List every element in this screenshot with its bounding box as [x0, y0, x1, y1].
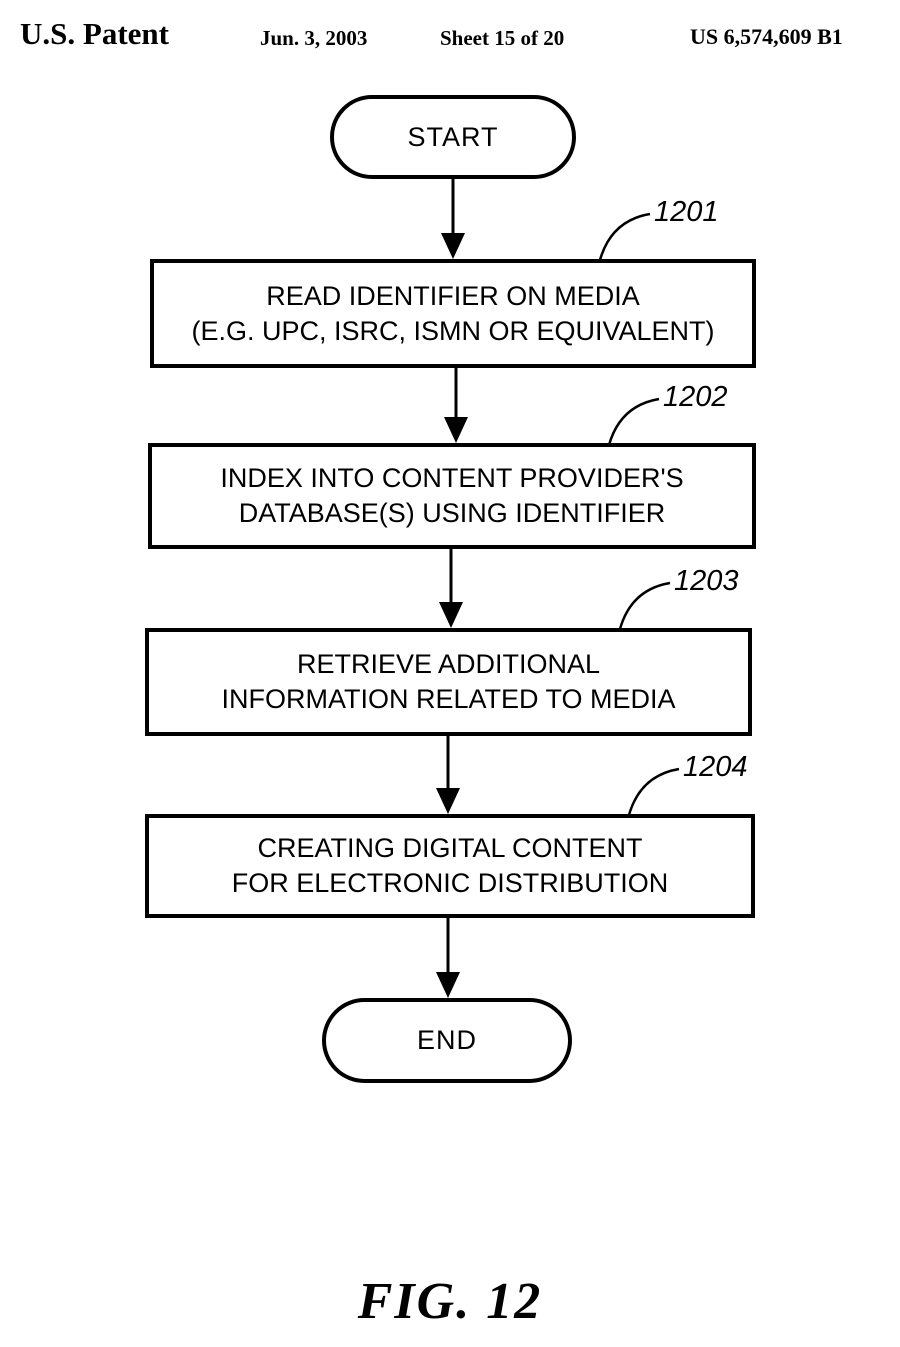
step-text-line: READ IDENTIFIER ON MEDIA	[266, 280, 640, 311]
step-text-line: CREATING DIGITAL CONTENT	[257, 833, 643, 863]
patent-header-date: Jun. 3, 2003	[260, 26, 368, 50]
step-text-line: DATABASE(S) USING IDENTIFIER	[238, 498, 666, 528]
flow-arrow	[438, 549, 464, 628]
leader-line	[598, 212, 651, 261]
arrow-shaft	[449, 549, 453, 604]
ref-numeral-1202: 1202	[663, 381, 728, 413]
start-label: START	[407, 121, 499, 152]
ref-numeral-1204: 1204	[683, 751, 748, 783]
arrow-down-icon	[444, 417, 468, 443]
figure-caption: FIG. 12	[357, 1273, 543, 1330]
leader-line	[607, 397, 660, 446]
ref-numeral-1201: 1201	[654, 196, 719, 228]
flow-arrow	[440, 179, 466, 259]
step-text-line: RETRIEVE ADDITIONAL	[296, 649, 601, 679]
flow-arrow	[443, 368, 469, 443]
flow-arrow	[435, 918, 461, 998]
step-text-line: INFORMATION RELATED TO MEDIA	[221, 684, 676, 714]
flowchart-start-terminal: START	[330, 95, 576, 179]
arrow-shaft	[446, 918, 450, 974]
patent-header-sheet: Sheet 15 of 20	[440, 26, 565, 50]
patent-header-title: U.S. Patent	[20, 16, 169, 51]
leader-line	[618, 581, 671, 630]
flowchart-step-1202: INDEX INTO CONTENT PROVIDER'S DATABASE(S…	[148, 443, 756, 549]
arrow-shaft	[451, 179, 455, 235]
flow-arrow	[435, 736, 461, 814]
step-text-line: (E.G. UPC, ISRC, ISMN OR EQUIVALENT)	[191, 315, 715, 346]
step-text-line: INDEX INTO CONTENT PROVIDER'S	[220, 463, 684, 493]
flowchart-step-1204: CREATING DIGITAL CONTENT FOR ELECTRONIC …	[145, 814, 755, 918]
step-text-line: FOR ELECTRONIC DISTRIBUTION	[231, 868, 669, 898]
end-label: END	[416, 1025, 477, 1055]
ref-numeral-1203: 1203	[674, 565, 739, 597]
flowchart-step-1203: RETRIEVE ADDITIONAL INFORMATION RELATED …	[145, 628, 752, 736]
patent-header-number: US 6,574,609 B1	[690, 24, 843, 49]
arrow-down-icon	[439, 602, 463, 628]
flowchart-step-1201: READ IDENTIFIER ON MEDIA (E.G. UPC, ISRC…	[150, 259, 756, 368]
arrow-shaft	[454, 368, 458, 419]
arrow-down-icon	[436, 788, 460, 814]
arrow-down-icon	[436, 972, 460, 998]
leader-line	[627, 767, 680, 816]
flowchart-end-terminal: END	[322, 998, 572, 1083]
arrow-down-icon	[441, 233, 465, 259]
arrow-shaft	[446, 736, 450, 790]
